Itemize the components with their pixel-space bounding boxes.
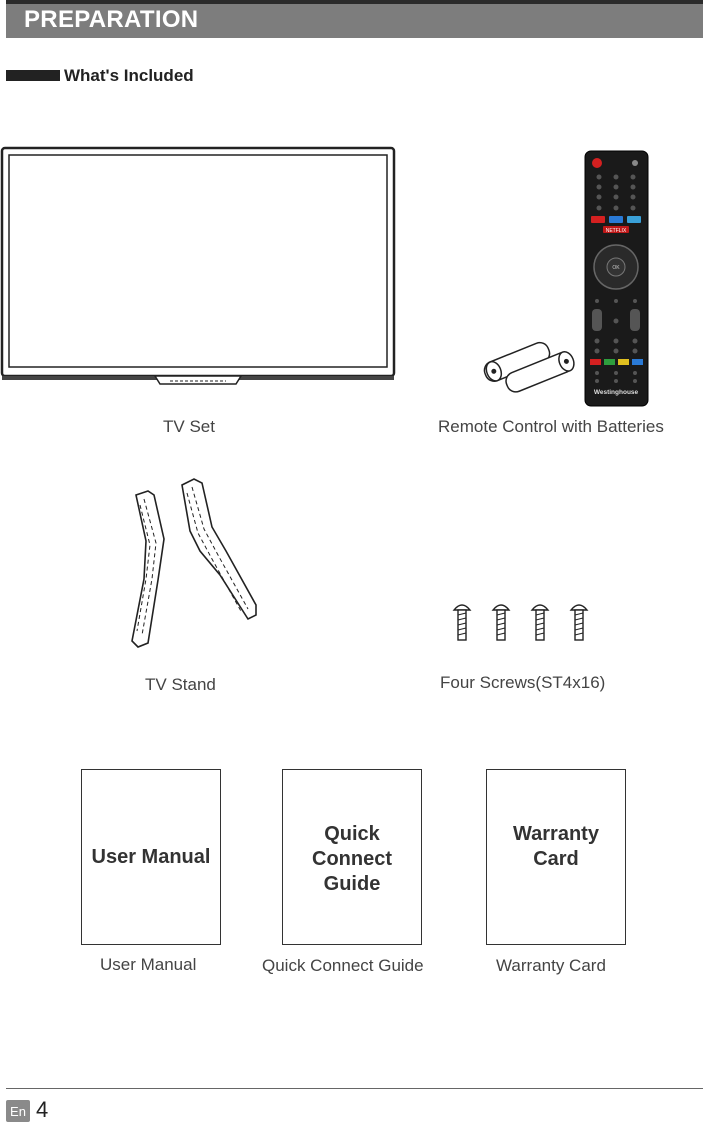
batteries-illustration (483, 341, 575, 393)
screws-illustration (452, 604, 589, 641)
section-marker (6, 70, 60, 81)
footer-divider (6, 1088, 703, 1089)
tv-set-caption: TV Set (163, 417, 215, 436)
warranty-card-booklet: Warranty Card (486, 769, 626, 945)
warranty-cover-line2: Card (533, 848, 579, 870)
header-bar (6, 0, 703, 38)
warranty-cover-line1: Warranty (513, 823, 599, 845)
page-title: PREPARATION (24, 6, 199, 33)
section-title: What's Included (64, 66, 194, 85)
tv-set-illustration (0, 146, 396, 385)
quick-guide-cover-line2: Connect (312, 848, 392, 870)
remote-caption: Remote Control with Batteries (438, 417, 664, 436)
language-badge: En (6, 1100, 30, 1122)
tv-stand-illustration (131, 478, 257, 648)
quick-guide-cover-line1: Quick (324, 823, 380, 845)
remote-netflix-label: NETFLIX (606, 228, 627, 234)
quick-guide-caption: Quick Connect Guide (262, 956, 424, 975)
warranty-caption: Warranty Card (496, 956, 606, 975)
tv-stand-caption: TV Stand (145, 675, 216, 694)
quick-connect-guide-booklet: Quick Connect Guide (282, 769, 422, 945)
user-manual-booklet: User Manual (81, 769, 221, 945)
user-manual-caption: User Manual (100, 955, 197, 974)
remote-brand-label: Westinghouse (594, 389, 639, 396)
page-number: 4 (36, 1097, 49, 1122)
remote-ok-label: OK (612, 265, 620, 271)
remote-control-illustration: NETFLIX OK Westinghouse (584, 150, 649, 407)
user-manual-cover-text: User Manual (91, 845, 211, 868)
screws-caption: Four Screws(ST4x16) (440, 673, 606, 692)
quick-guide-cover-line3: Guide (323, 873, 381, 895)
